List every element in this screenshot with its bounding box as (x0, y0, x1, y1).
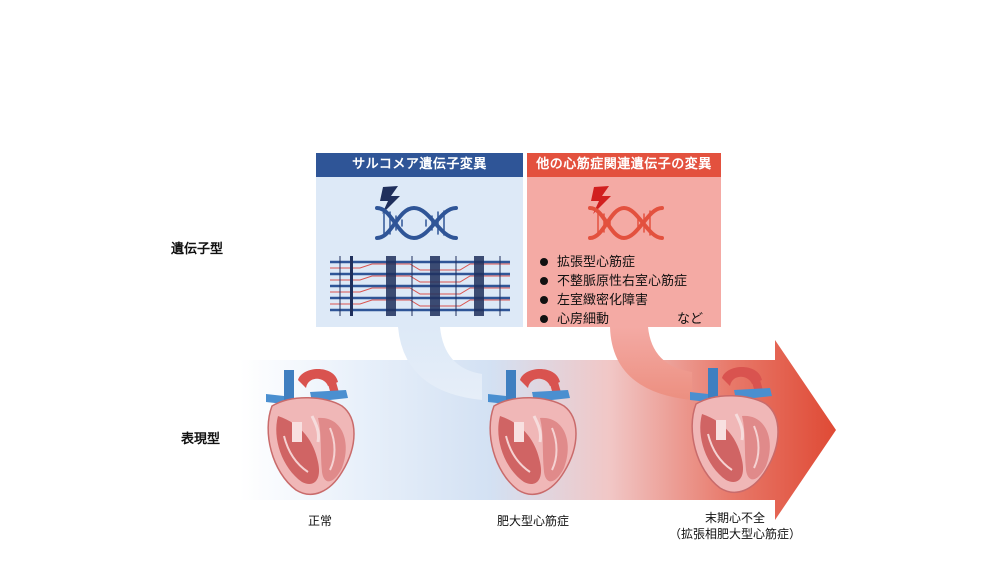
other-box-title: 他の心筋症関連遺伝子の変異 (527, 153, 721, 177)
sarcomere-icon (330, 256, 510, 316)
connector-sarcomere (398, 327, 482, 400)
list-item: 不整脈原性右室心筋症 (537, 272, 727, 291)
dna-helix-icon-red (588, 205, 664, 241)
connector-other (610, 327, 692, 400)
dna-helix-icon (375, 205, 458, 241)
disorders-suffix: など (677, 312, 704, 327)
stage-end-label: 末期心不全 （拡張相肥大型心筋症） (650, 510, 820, 542)
stage-end-line2: （拡張相肥大型心筋症） (668, 527, 801, 541)
stage-normal-label: 正常 (307, 514, 332, 528)
lightning-bolt-icon (380, 186, 400, 214)
genotype-label: 遺伝子型 (171, 242, 224, 257)
stage-end-line1: 末期心不全 (704, 511, 765, 525)
heart-icon-normal (264, 367, 356, 496)
sarcomere-box-title: サルコメア遺伝子変異 (316, 153, 523, 177)
list-item: 左室緻密化障害 (537, 291, 727, 310)
heart-icon-end-stage (688, 365, 780, 494)
stage-hcm-label: 肥大型心筋症 (496, 514, 569, 528)
list-item: 心房細動など (537, 310, 727, 329)
heart-icon-hcm (486, 367, 578, 496)
list-item: 拡張型心筋症 (537, 253, 727, 272)
lightning-bolt-icon-red (591, 186, 611, 214)
phenotype-label: 表現型 (181, 432, 221, 447)
other-disorder-list: 拡張型心筋症 不整脈原性右室心筋症 左室緻密化障害 心房細動など (537, 253, 727, 329)
